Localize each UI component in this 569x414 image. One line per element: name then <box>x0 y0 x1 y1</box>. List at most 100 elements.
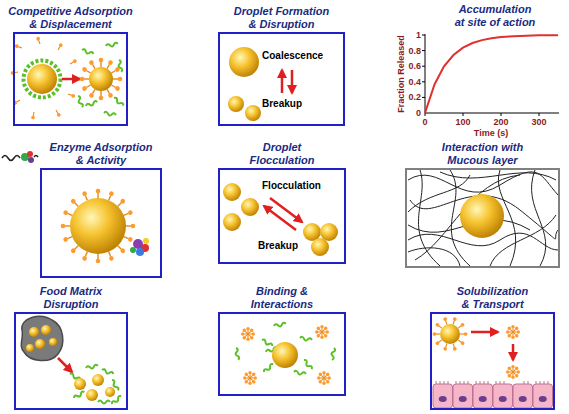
tick-label: 100 <box>455 117 470 128</box>
food-matrix-illustration <box>73 391 85 400</box>
transport-illustration <box>451 317 457 325</box>
displacement-illustration <box>105 88 114 98</box>
release-chart <box>425 35 558 113</box>
transport-illustration <box>539 396 547 402</box>
mucus-illustration <box>440 172 556 180</box>
coalescence-illustration <box>229 47 259 77</box>
release-chart <box>425 34 426 113</box>
transport-illustration <box>493 384 513 408</box>
release-chart <box>425 113 426 116</box>
panel-box: Droplet FlocculationFlocculationBreakup <box>218 168 346 264</box>
binding-illustration <box>330 348 335 360</box>
tick-label: 300 <box>531 117 546 128</box>
transport-illustration <box>459 396 467 402</box>
mucus-illustration <box>532 170 546 266</box>
release-chart <box>422 50 425 51</box>
mucus-illustration <box>408 175 470 212</box>
panel-title: Droplet Formation & Disruption <box>232 5 332 31</box>
release-chart <box>422 34 559 116</box>
enzyme-illustration <box>107 191 115 201</box>
coalescence-illustration <box>228 96 244 112</box>
mucus-illustration <box>408 170 558 266</box>
mucus-illustration <box>460 194 504 238</box>
transport-illustration <box>433 332 440 336</box>
tick-label: 0.4 <box>408 76 421 87</box>
binding-illustration <box>300 337 312 342</box>
flocculation-illustration <box>264 206 296 230</box>
flocculation-illustration <box>223 183 338 256</box>
panel-box: Competitive Adsorption & Displacement <box>13 32 128 126</box>
food-matrix-illustration <box>111 395 122 405</box>
flocculation-illustration <box>241 198 259 216</box>
food-matrix-illustration <box>58 358 72 372</box>
transport-illustration <box>433 384 453 408</box>
mucus-illustration <box>418 170 440 266</box>
food-matrix-illustration <box>49 338 57 346</box>
binding-illustration <box>235 348 240 360</box>
displacement-illustration <box>104 112 116 117</box>
enzyme-illustration <box>82 191 90 201</box>
panel-title: Binding & Interactions <box>242 285 322 311</box>
release-chart <box>539 113 540 116</box>
food-matrix-illustration <box>86 364 98 369</box>
flocculation-illustration <box>270 198 302 222</box>
displacement-illustration <box>113 97 124 107</box>
displacement-illustration <box>36 36 42 44</box>
enzyme-illustration <box>82 251 90 261</box>
release-chart <box>422 66 425 67</box>
binding-illustration <box>317 371 331 385</box>
enzyme-illustration <box>126 224 135 229</box>
binding-illustration <box>263 363 274 373</box>
chart-title: Accumulation at site of action <box>454 3 537 29</box>
panel-box: Food Matrix Disruption <box>14 312 128 410</box>
transport-illustration <box>443 317 449 325</box>
transport-illustration <box>513 384 533 408</box>
tick-label: 0 <box>416 108 421 119</box>
enzyme-illustration <box>123 235 133 243</box>
transport-illustration <box>506 365 520 379</box>
transport-illustration <box>471 331 498 334</box>
displacement-illustration <box>110 83 120 92</box>
food-matrix-illustration <box>86 389 98 401</box>
panel-box: Binding & Interactions <box>218 312 346 396</box>
enzyme-icon <box>28 157 34 163</box>
displacement-illustration <box>105 59 114 69</box>
binding-illustration <box>303 359 313 370</box>
axis-title: Fraction Released <box>396 35 407 113</box>
food-matrix-illustration <box>101 369 113 376</box>
transport-illustration <box>457 338 465 345</box>
transport-illustration <box>533 384 553 408</box>
displacement-illustration <box>27 64 57 94</box>
enzyme-illustration <box>107 251 115 261</box>
enzyme-illustration <box>96 254 101 263</box>
transport-illustration <box>479 396 487 402</box>
binding-illustration <box>315 325 329 339</box>
tick-label: 0 <box>422 117 427 128</box>
binding-illustration <box>274 322 286 327</box>
displacement-illustration <box>113 77 122 82</box>
panel-title: Droplet Flocculation <box>242 141 322 167</box>
release-chart <box>501 113 502 116</box>
transport-illustration <box>499 396 507 402</box>
tick-label: 200 <box>493 117 508 128</box>
food-matrix-illustration <box>92 374 104 386</box>
panel-title: Competitive Adsorption & Displacement <box>6 5 136 31</box>
enzyme-illustration <box>136 248 144 256</box>
enzyme-icon <box>2 151 38 163</box>
transport-illustration <box>435 322 443 329</box>
displacement-illustration <box>24 61 61 98</box>
displacement-illustration <box>85 100 97 107</box>
coalescence-illustration <box>245 105 261 121</box>
displacement-illustration <box>54 109 61 117</box>
enzyme-illustration <box>70 198 126 254</box>
displacement-illustration <box>89 67 113 91</box>
binding-illustration <box>261 339 273 348</box>
transport-illustration <box>473 384 493 408</box>
enzyme-illustration <box>63 235 73 243</box>
panel-box: Enzyme Adsorption & Activity <box>40 168 162 278</box>
food-matrix-illustration <box>29 327 39 337</box>
flocculation-illustration <box>223 213 241 231</box>
